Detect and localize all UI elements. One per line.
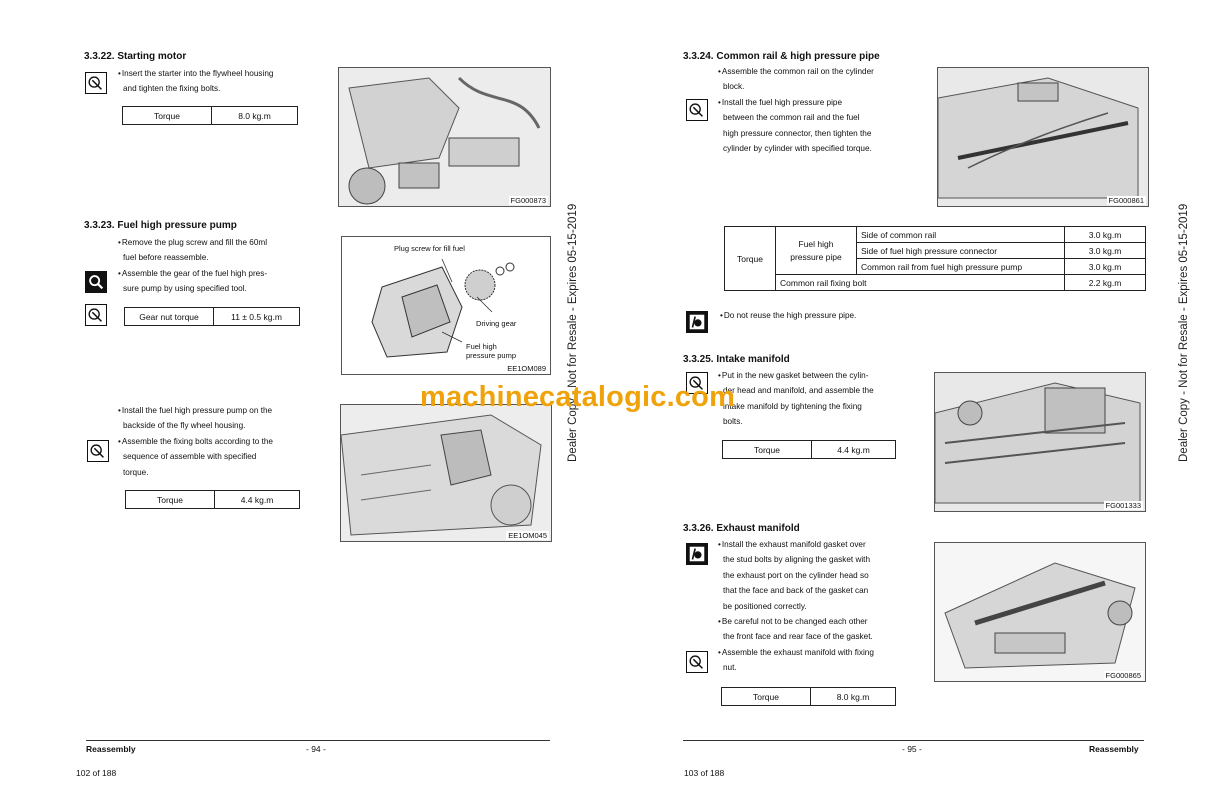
page-count: 102 of 188 [76, 768, 117, 778]
instruction-text: that the face and back of the gasket can [723, 586, 869, 596]
common-rail-torque-table: Torque Fuel high pressure pipe Side of c… [724, 226, 1146, 291]
torque-value: 8.0 kg.m [810, 687, 896, 706]
instruction-text: and tighten the fixing bolts. [123, 84, 221, 94]
common-rail-figure: FG000861 [937, 67, 1149, 207]
instruction-text: Install the fuel high pressure pump on t… [118, 403, 318, 418]
instruction-text: sure pump by using specified tool. [123, 284, 247, 294]
figure-code: EE1OM045 [506, 531, 549, 540]
instruction-text: bolts. [723, 417, 743, 427]
pipe-label: Fuel high pressure pipe [775, 226, 857, 275]
watermark-text: machinecatalogic.com [420, 381, 736, 413]
torque-label: Torque [722, 440, 812, 459]
instruction-text: the exhaust port on the cylinder head so [723, 570, 869, 580]
dealer-stamp-right: Dealer Copy - Not for Resale - Expires 0… [1178, 203, 1190, 462]
instruction-text: der head and manifold, and assemble the [723, 386, 874, 396]
torque-value: 8.0 kg.m [211, 106, 298, 125]
wrench-magnifier-icon [686, 99, 708, 121]
callout-driving-gear: Driving gear [476, 319, 517, 328]
instruction-text: Assemble the exhaust manifold with fixin… [718, 645, 900, 660]
instruction-text: Install the exhaust manifold gasket over [718, 537, 900, 552]
torque-value: 2.2 kg.m [1064, 274, 1146, 291]
section-title-exhaust-manifold: 3.3.26. Exhaust manifold [683, 523, 800, 534]
instruction-text: Insert the starter into the flywheel hou… [118, 66, 318, 81]
intake-manifold-figure: FG001333 [934, 372, 1146, 512]
section-title-intake-manifold: 3.3.25. Intake manifold [683, 354, 790, 365]
callout-plug-screw: Plug screw for fill fuel [394, 244, 465, 253]
instruction-text: be positioned correctly. [723, 601, 807, 611]
footer-title: Reassembly [86, 744, 136, 754]
caution-note-icon [686, 543, 708, 565]
note-text: Do not reuse the high pressure pipe. [720, 308, 856, 323]
instruction-text: sequence of assemble with specified [123, 452, 257, 462]
wrench-magnifier-icon [85, 72, 107, 94]
wrench-magnifier-icon [686, 651, 708, 673]
torque-desc: Common rail from fuel high pressure pump [856, 258, 1065, 275]
figure-code: FG000865 [1103, 671, 1143, 680]
instruction-text: the stud bolts by aligning the gasket wi… [723, 555, 871, 565]
instruction-text: backside of the fly wheel housing. [123, 421, 246, 431]
instruction-text: between the common rail and the fuel [723, 113, 860, 123]
torque-label: Torque [721, 687, 811, 706]
instruction-text: Remove the plug screw and fill the 60ml [118, 235, 318, 250]
instruction-text: cylinder by cylinder with specified torq… [723, 144, 872, 154]
figure-code: FG000873 [508, 196, 548, 205]
pump-installed-figure: EE1OM045 [340, 404, 552, 542]
instruction-text: Be careful not to be changed each other [718, 614, 900, 629]
instruction-text: Assemble the fixing bolts according to t… [118, 434, 318, 449]
figure-code: EE1OM089 [505, 364, 548, 373]
torque-label: Torque [122, 106, 212, 125]
section-title-fuel-pump: 3.3.23. Fuel high pressure pump [84, 220, 237, 231]
torque-desc: Side of common rail [856, 226, 1065, 243]
instruction-text: the front face and rear face of the gask… [723, 632, 873, 642]
torque-value: 3.0 kg.m [1064, 242, 1146, 259]
special-tool-magnifier-icon [85, 271, 107, 293]
torque-value: 4.4 kg.m [811, 440, 896, 459]
instruction-text: Assemble the common rail on the cylinder [718, 64, 903, 79]
torque-label: Torque [724, 226, 776, 291]
exhaust-manifold-figure: FG000865 [934, 542, 1146, 682]
wrench-magnifier-icon [85, 304, 107, 326]
instruction-text: nut. [723, 663, 737, 673]
wrench-magnifier-icon [87, 440, 109, 462]
instruction-text: high pressure connector, then tighten th… [723, 128, 872, 138]
starting-motor-figure: FG000873 [338, 67, 551, 207]
instruction-text: fuel before reassemble. [123, 253, 209, 263]
torque-desc: Side of fuel high pressure connector [856, 242, 1065, 259]
instruction-text: intake manifold by tightening the fixing [723, 401, 862, 411]
figure-code: FG001333 [1103, 501, 1143, 510]
torque-value: 3.0 kg.m [1064, 258, 1146, 275]
callout-fuel-pump: Fuel high pressure pump [466, 342, 526, 360]
instruction-text: Install the fuel high pressure pipe [718, 95, 903, 110]
torque-value: 3.0 kg.m [1064, 226, 1146, 243]
footer-title: Reassembly [1089, 744, 1139, 754]
page-count: 103 of 188 [684, 768, 725, 778]
torque-value: 4.4 kg.m [214, 490, 300, 509]
gear-torque-label: Gear nut torque [124, 307, 214, 326]
fuel-pump-figure: Plug screw for fill fuel Driving gear Fu… [341, 236, 551, 375]
dealer-stamp-left: Dealer Copy - Not for Resale - Expires 0… [567, 203, 579, 462]
figure-code: FG000861 [1106, 196, 1146, 205]
instruction-text: block. [723, 82, 745, 92]
page-number: - 95 - [902, 744, 922, 754]
instruction-text: torque. [123, 467, 149, 477]
section-title-starting-motor: 3.3.22. Starting motor [84, 51, 187, 62]
wrench-magnifier-icon [686, 372, 708, 394]
section-title-common-rail: 3.3.24. Common rail & high pressure pipe [683, 51, 880, 62]
torque-desc: Common rail fixing bolt [775, 274, 1065, 291]
caution-note-icon [686, 311, 708, 333]
instruction-text: Assemble the gear of the fuel high pres- [118, 266, 318, 281]
torque-label: Torque [125, 490, 215, 509]
page-number: - 94 - [306, 744, 326, 754]
gear-torque-value: 11 ± 0.5 kg.m [213, 307, 300, 326]
instruction-text: Put in the new gasket between the cylin- [718, 368, 900, 383]
